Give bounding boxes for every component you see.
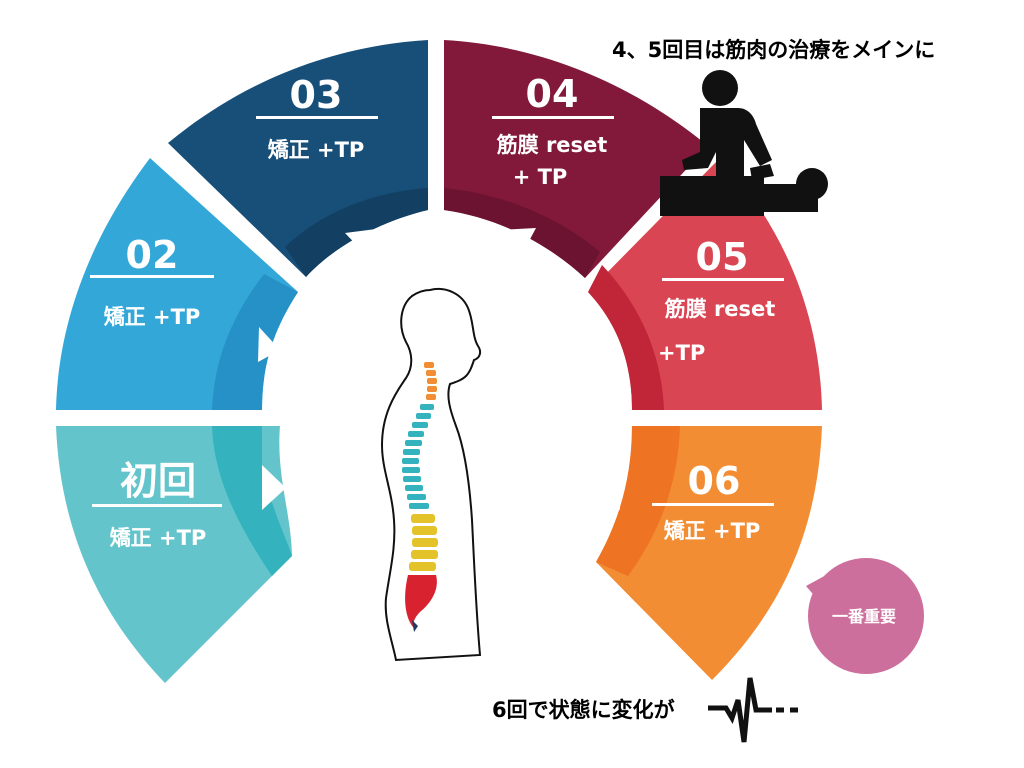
segment-04-underline — [492, 116, 614, 119]
segment-05-label-line1: 筋膜 reset — [664, 297, 776, 321]
segment-05-notch — [592, 330, 618, 362]
segment-first — [56, 426, 292, 683]
segment-first-underline — [92, 504, 222, 507]
segment-04 — [444, 40, 708, 278]
massage-therapist-icon — [660, 70, 828, 216]
segment-06 — [596, 426, 822, 680]
bottom-note: 6回で状態に変化が — [492, 698, 675, 722]
top-note: 4、5回目は筋肉の治療をメインに — [612, 38, 935, 62]
segment-02-title: 02 — [126, 233, 179, 277]
segment-first-notch — [262, 465, 286, 510]
segment-02-label: 矯正 +TP — [104, 305, 201, 329]
segment-05-shade — [588, 265, 664, 410]
segment-02-shade — [212, 274, 298, 410]
spine-coccyx — [412, 620, 418, 632]
segment-first-label: 矯正 +TP — [110, 526, 207, 550]
segment-06-title: 06 — [688, 459, 741, 503]
segment-04-notch — [500, 228, 536, 258]
spine-lumbar — [409, 514, 438, 571]
heartbeat-line-icon — [708, 677, 798, 743]
segment-06-underline — [652, 503, 774, 506]
importance-bubble: 一番重要 — [806, 558, 924, 674]
importance-bubble-text: 一番重要 — [832, 607, 896, 626]
segment-05 — [588, 158, 822, 410]
spine-cervical — [424, 362, 437, 400]
segment-04-title: 04 — [526, 72, 579, 116]
spine-sacrum — [405, 575, 437, 628]
segment-02-notch — [258, 327, 280, 362]
body-outline — [380, 288, 482, 662]
spine-thoracic — [402, 404, 434, 509]
segment-06-notch — [596, 478, 620, 510]
segment-03-underline — [256, 116, 378, 119]
segment-04-label-line1: 筋膜 reset — [496, 133, 608, 157]
segment-02 — [56, 158, 298, 410]
segment-03-notch — [345, 228, 384, 257]
segment-first-title: 初回 — [120, 459, 196, 503]
segment-05-label-line2: +TP — [658, 341, 705, 365]
segment-06-label: 矯正 +TP — [664, 519, 761, 543]
segment-03-title: 03 — [290, 73, 343, 117]
segment-05-title: 05 — [696, 235, 749, 279]
segment-03 — [168, 40, 428, 277]
segment-05-underline — [662, 278, 784, 281]
segment-first-shade — [212, 426, 292, 576]
importance-bubble-tail — [806, 574, 828, 600]
segment-06-shade — [596, 426, 680, 576]
importance-bubble-circle — [808, 558, 924, 674]
human-spine-icon — [380, 288, 482, 662]
segment-04-label-line2: + TP — [513, 165, 568, 189]
segment-03-label: 矯正 +TP — [268, 138, 365, 162]
segment-02-underline — [90, 275, 214, 278]
